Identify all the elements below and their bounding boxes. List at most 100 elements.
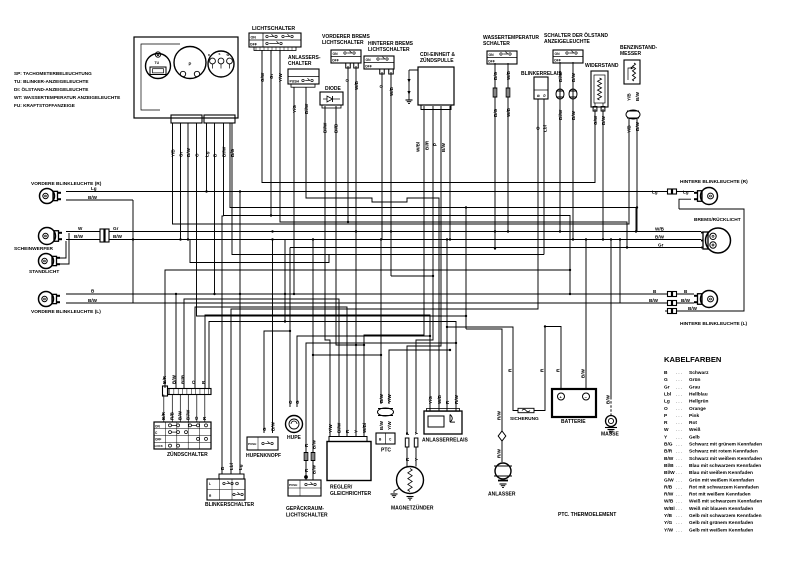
svg-text:Y: Y [354, 430, 359, 433]
svg-text:B: B [664, 370, 668, 376]
svg-text:CDI-EINHEIT &: CDI-EINHEIT & [420, 52, 455, 58]
svg-text:Y/W: Y/W [664, 527, 674, 533]
svg-text:LICHTSCHALTER: LICHTSCHALTER [368, 47, 410, 53]
svg-text:HUPE: HUPE [287, 435, 302, 441]
svg-text:B: B [537, 94, 541, 97]
svg-text:HINTERE BLINKLEUCHTE (L): HINTERE BLINKLEUCHTE (L) [680, 321, 748, 327]
svg-text:OFF: OFF [332, 59, 339, 63]
svg-text:. . .: . . . [676, 406, 682, 411]
svg-text:. . .: . . . [676, 470, 682, 475]
svg-text:B: B [684, 289, 688, 294]
svg-text:Gelb: Gelb [689, 434, 700, 440]
svg-text:BATTERIE: BATTERIE [561, 419, 586, 425]
svg-text:R: R [209, 494, 212, 498]
svg-text:. . .: . . . [676, 377, 682, 382]
svg-text:Lbl: Lbl [543, 125, 548, 132]
svg-text:B: B [653, 289, 657, 294]
svg-text:B/W: B/W [688, 306, 698, 311]
svg-text:Rot mit weißem Kennfaden: Rot mit weißem Kennfaden [689, 492, 751, 498]
svg-text:Grün: Grün [689, 377, 701, 383]
svg-text:Bl/W: Bl/W [558, 71, 563, 82]
svg-text:B: B [213, 153, 218, 157]
svg-text:P: P [405, 432, 410, 435]
svg-text:B/W: B/W [581, 368, 586, 378]
svg-text:PTC. THERMOELEMENT: PTC. THERMOELEMENT [558, 512, 616, 518]
svg-text:Gr: Gr [269, 73, 274, 79]
svg-text:. . .: . . . [676, 463, 682, 468]
svg-text:Lbl: Lbl [664, 391, 671, 397]
svg-text:ANLASSER: ANLASSER [488, 492, 516, 498]
svg-text:. . .: . . . [676, 513, 682, 518]
svg-text:Lg: Lg [205, 151, 210, 157]
svg-text:. . .: . . . [676, 484, 682, 489]
svg-text:ON: ON [366, 58, 372, 62]
svg-text:G/W: G/W [260, 72, 265, 82]
svg-text:R: R [201, 380, 206, 384]
svg-text:BENZINSTAND-: BENZINSTAND- [620, 45, 657, 51]
svg-text:MAGNETZÜNDER: MAGNETZÜNDER [391, 505, 434, 512]
svg-text:Rot: Rot [689, 420, 697, 426]
svg-text:OFF: OFF [250, 43, 258, 47]
svg-text:G: G [262, 427, 267, 431]
svg-text:B/R: B/R [664, 449, 673, 455]
svg-text:B: B [91, 289, 95, 294]
svg-text:R: R [508, 368, 513, 372]
svg-text:Rot mit schwarzem Kennfaden: Rot mit schwarzem Kennfaden [689, 484, 759, 490]
svg-text:B/W: B/W [649, 298, 659, 303]
svg-text:Bl/W: Bl/W [558, 109, 563, 120]
svg-text:W/B: W/B [437, 394, 442, 404]
svg-text:Bl/B: Bl/B [181, 374, 186, 384]
svg-text:BREMS/RÜCKLICHT: BREMS/RÜCKLICHT [694, 216, 741, 223]
svg-text:B/W: B/W [571, 72, 576, 82]
svg-text:. . .: . . . [676, 384, 682, 389]
svg-text:G/W: G/W [664, 477, 674, 483]
svg-text:Gr: Gr [664, 384, 670, 390]
svg-text:W: W [664, 427, 669, 433]
svg-text:LOCK: LOCK [155, 444, 164, 448]
svg-text:HUPENKNOPF: HUPENKNOPF [246, 453, 281, 459]
svg-text:PUSH: PUSH [248, 442, 256, 446]
svg-text:VORDERER BREMS: VORDERER BREMS [322, 34, 370, 40]
svg-text:W/B: W/B [506, 70, 511, 80]
svg-text:ON: ON [155, 425, 160, 429]
svg-text:Schwarz mit grünem Kennfaden: Schwarz mit grünem Kennfaden [689, 442, 762, 448]
svg-text:R/W: R/W [497, 448, 502, 458]
svg-text:. . .: . . . [676, 427, 682, 432]
svg-text:B/W: B/W [606, 394, 611, 404]
svg-text:PUSH: PUSH [289, 483, 297, 487]
svg-text:. . .: . . . [676, 520, 682, 525]
svg-text:−: − [585, 394, 588, 399]
svg-text:ANLASSERRELAIS: ANLASSERRELAIS [422, 438, 469, 444]
svg-text:ZÜNDSPULLE: ZÜNDSPULLE [420, 57, 454, 64]
svg-text:W/Bl: W/Bl [362, 423, 367, 433]
svg-text:Y/B: Y/B [171, 149, 176, 157]
svg-text:R: R [445, 400, 450, 404]
svg-text:O: O [195, 153, 200, 157]
svg-text:B/W: B/W [88, 195, 98, 200]
svg-text:Y: Y [664, 434, 668, 440]
svg-text:. . .: . . . [676, 442, 682, 447]
svg-text:Bl/W: Bl/W [337, 422, 342, 433]
svg-text:B/W: B/W [186, 147, 191, 157]
svg-text:P: P [433, 143, 438, 146]
svg-text:SCHALTER DER ÖLSTAND: SCHALTER DER ÖLSTAND [544, 32, 608, 39]
svg-text:DI: ÖLSTAND-ANZEIGELEUCHTE: DI: ÖLSTAND-ANZEIGELEUCHTE [14, 86, 88, 92]
svg-text:WT: WASSERTEMPERATUR ANZEIGELE: WT: WASSERTEMPERATUR ANZEIGELEUCHTE [14, 95, 120, 100]
svg-text:PTC: PTC [381, 448, 391, 454]
svg-text:Y/B: Y/B [664, 513, 673, 519]
svg-text:MASSE: MASSE [601, 432, 619, 438]
svg-text:O: O [664, 406, 668, 412]
svg-text:ON: ON [489, 53, 495, 57]
svg-text:B/W: B/W [74, 234, 84, 239]
svg-text:Hellblau: Hellblau [689, 391, 708, 397]
svg-text:L: L [209, 482, 211, 486]
svg-text:B/G: B/G [493, 108, 498, 117]
svg-text:Bl/B: Bl/B [334, 123, 339, 133]
svg-text:. . .: . . . [676, 413, 682, 418]
svg-text:. . .: . . . [676, 456, 682, 461]
svg-text:Gelb mit grünem Kennfaden: Gelb mit grünem Kennfaden [689, 520, 753, 526]
svg-text:. . .: . . . [676, 527, 682, 532]
svg-text:LICHTSCHALTER: LICHTSCHALTER [322, 40, 364, 46]
svg-text:Pink: Pink [689, 413, 699, 419]
svg-text:B/W: B/W [664, 456, 674, 462]
